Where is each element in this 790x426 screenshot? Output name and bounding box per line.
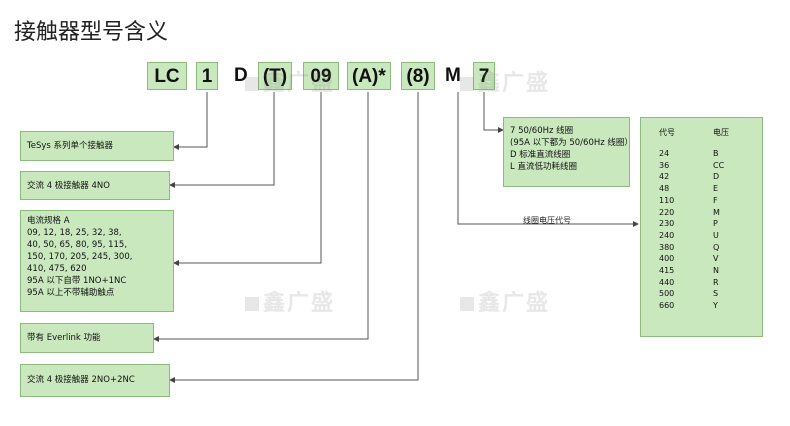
box-current-line: 150, 170, 205, 245, 300, xyxy=(27,252,133,262)
table-cell-letter: Y xyxy=(713,301,718,311)
line-t xyxy=(169,92,275,188)
box-coil: 7 50/60Hz 线圈 (95A 以下都为 50/60Hz 线圈） D 标准直… xyxy=(503,117,633,187)
table-header-voltage: 电压 xyxy=(713,128,729,137)
box-current-line: 09, 12, 18, 25, 32, 38, xyxy=(27,228,122,238)
code-1: 1 xyxy=(196,62,218,90)
box-4no-line: 交流 4 极接触器 4NO xyxy=(27,181,110,191)
line-1 xyxy=(173,92,208,150)
table-cell-letter: F xyxy=(713,195,718,205)
code-m: M xyxy=(445,65,461,86)
table-cell-code: 380 xyxy=(659,242,675,252)
box-current-line: 410, 475, 620 xyxy=(27,264,87,274)
box-everlink-line: 带有 Everlink 功能 xyxy=(27,333,101,343)
box-coil-line: (95A 以下都为 50/60Hz 线圈） xyxy=(510,138,633,148)
code-lc: LC xyxy=(147,62,187,90)
box-everlink: 带有 Everlink 功能 xyxy=(20,323,154,353)
table-header-code: 代号 xyxy=(659,128,675,137)
box-current-line: 95A 以上不带辅助触点 xyxy=(27,288,115,298)
watermark: 鑫广盛 xyxy=(460,65,550,97)
box-coil-line: L 直流低功耗线圈 xyxy=(510,162,577,172)
watermark: 鑫广盛 xyxy=(460,285,550,317)
table-cell-letter: R xyxy=(713,277,719,287)
box-current-line: 95A 以下自带 1NO+1NC xyxy=(27,276,127,286)
watermark: 鑫广盛 xyxy=(245,65,335,97)
table-col-letters: B CC D E F M P U Q V N R S Y xyxy=(713,148,724,312)
table-cell-letter: P xyxy=(713,219,718,229)
table-cell-letter: CC xyxy=(713,160,725,170)
line-a xyxy=(153,92,369,342)
code-a-box: (A)* xyxy=(347,62,391,90)
code-09: 09 xyxy=(303,62,339,90)
table-cell-letter: N xyxy=(713,266,719,276)
box-series-line: TeSys 系列单个接触器 xyxy=(27,141,114,151)
table-cell-letter: B xyxy=(713,149,719,158)
line-8 xyxy=(169,92,419,383)
table-cell-code: 36 xyxy=(659,160,670,170)
table-cell-code: 500 xyxy=(659,289,675,299)
box-series: TeSys 系列单个接触器 xyxy=(20,131,174,161)
table-cell-code: 660 xyxy=(659,301,675,311)
box-2no2nc-line: 交流 4 极接触器 2NO+2NC xyxy=(27,375,135,385)
watermark-logo-icon xyxy=(245,297,259,311)
table-cell-code: 110 xyxy=(659,195,675,205)
line-09 xyxy=(173,92,322,266)
table-cell-code: 400 xyxy=(659,254,675,264)
table-cell-code: 440 xyxy=(659,277,675,287)
code-8: (8) xyxy=(401,62,435,90)
page-title: 接触器型号含义 xyxy=(14,20,169,45)
watermark-logo-icon xyxy=(460,297,474,311)
box-coil-line: D 标准直流线圈 xyxy=(510,150,571,160)
watermark: 鑫广盛 xyxy=(245,285,335,317)
watermark-logo-icon xyxy=(460,77,474,91)
voltage-table: 代号 电压 24 36 42 48 110 220 230 240 380 40… xyxy=(640,117,763,337)
table-cell-letter: D xyxy=(713,172,720,182)
table-col-codes: 24 36 42 48 110 220 230 240 380 400 415 … xyxy=(659,148,674,312)
table-cell-letter: U xyxy=(713,230,719,240)
box-4no: 交流 4 极接触器 4NO xyxy=(20,171,170,200)
coil-voltage-label: 线圈电压代号 xyxy=(523,216,571,225)
table-cell-code: 415 xyxy=(659,266,675,276)
code-d: D xyxy=(234,65,248,86)
table-cell-letter: S xyxy=(713,289,719,299)
code-7: 7 xyxy=(473,62,495,90)
box-current-line: 40, 50, 65, 80, 95, 115, xyxy=(27,240,128,250)
table-cell-code: 240 xyxy=(659,230,675,240)
table-cell-code: 42 xyxy=(659,172,670,182)
table-cell-code: 48 xyxy=(659,184,670,194)
box-2no2nc: 交流 4 极接触器 2NO+2NC xyxy=(20,364,170,397)
table-cell-letter: V xyxy=(713,254,719,264)
line-m xyxy=(457,92,639,227)
table-cell-letter: E xyxy=(713,184,719,194)
table-cell-code: 220 xyxy=(659,207,675,217)
table-cell-code: 230 xyxy=(659,219,675,229)
watermark-logo-icon xyxy=(245,77,259,91)
code-a: (A)* xyxy=(347,62,391,90)
code-t: (T) xyxy=(258,62,292,90)
table-cell-letter: Q xyxy=(713,242,720,252)
box-current-line: 电流规格 A xyxy=(27,216,70,226)
box-current: 电流规格 A 09, 12, 18, 25, 32, 38, 40, 50, 6… xyxy=(20,210,174,312)
box-coil-line: 7 50/60Hz 线圈 xyxy=(510,126,574,136)
table-cell-letter: M xyxy=(713,207,720,217)
table-cell-code: 24 xyxy=(659,149,670,158)
line-7 xyxy=(483,92,504,133)
